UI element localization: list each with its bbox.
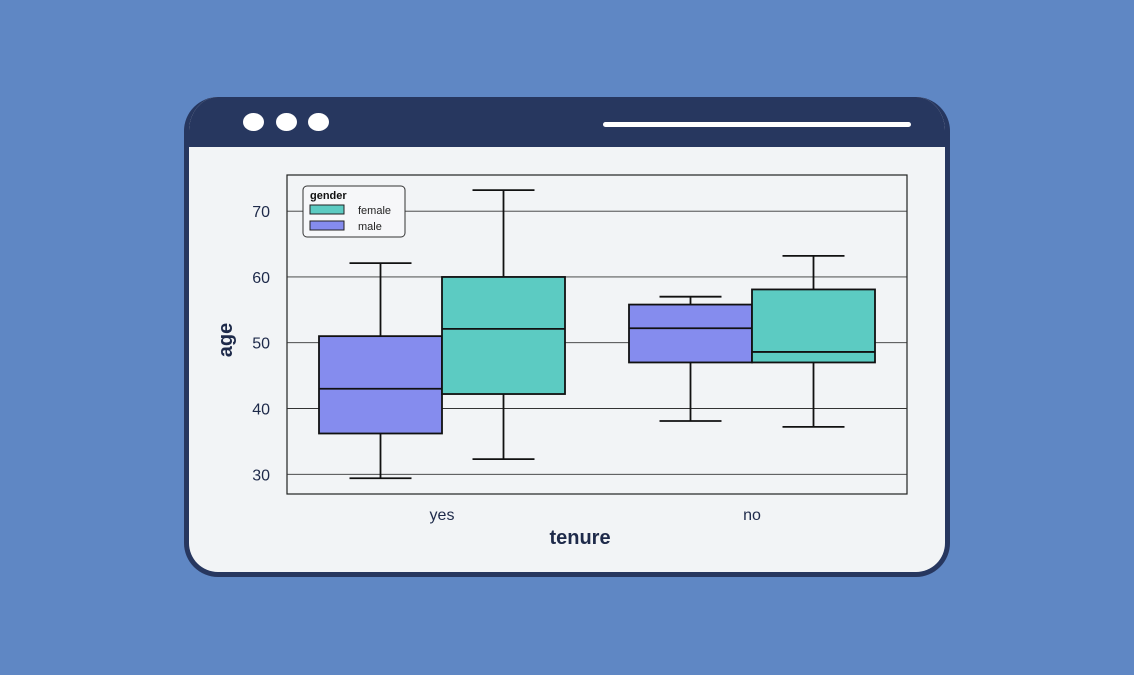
- legend-swatch-male: [309, 220, 345, 231]
- x-tick-label: yes: [430, 507, 455, 524]
- box-series: [318, 189, 876, 480]
- box-female-yes: [441, 276, 566, 395]
- legend: gender female male: [302, 185, 406, 238]
- circle-icon[interactable]: [308, 113, 329, 131]
- y-axis-ticks: 30 40 50 60 70: [252, 204, 270, 484]
- y-tick-label: 30: [252, 467, 270, 484]
- y-tick-label: 40: [252, 401, 270, 418]
- y-tick-label: 60: [252, 270, 270, 287]
- y-tick-label: 50: [252, 336, 270, 353]
- window-titlebar: [189, 97, 945, 147]
- y-tick-label: 70: [252, 204, 270, 221]
- x-axis-ticks: yes no: [430, 507, 761, 524]
- address-bar[interactable]: [603, 122, 911, 127]
- legend-label-male: male: [358, 221, 382, 233]
- circle-icon[interactable]: [276, 113, 297, 131]
- y-axis-label: age: [215, 323, 237, 357]
- x-tick-label: no: [743, 507, 761, 524]
- box-female-no: [751, 288, 876, 364]
- x-axis-label: tenure: [549, 527, 610, 549]
- circle-icon[interactable]: [243, 113, 264, 131]
- legend-label-female: female: [358, 205, 391, 217]
- legend-title: gender: [310, 190, 347, 202]
- box-male-yes: [318, 335, 443, 435]
- box-male-no: [628, 303, 753, 364]
- legend-swatch-female: [309, 204, 345, 215]
